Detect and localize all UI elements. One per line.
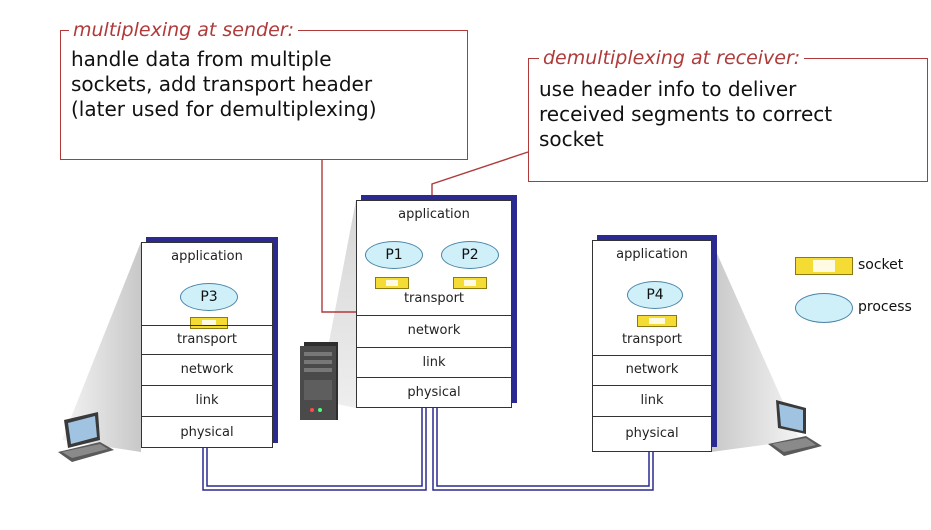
mux-callout-title: multiplexing at sender: xyxy=(69,17,298,43)
layer-transport: transport xyxy=(621,332,683,347)
legend-process-icon xyxy=(795,293,853,323)
mux-callout-body: handle data from multiple sockets, add t… xyxy=(71,47,377,121)
right-host-wedge xyxy=(711,240,800,452)
legend-socket-icon xyxy=(795,257,853,275)
socket-p4[interactable] xyxy=(637,315,677,327)
layer-transport: transport xyxy=(142,325,272,354)
server-stack: application P1 P2 transport network link… xyxy=(356,200,512,408)
laptop-icon xyxy=(58,412,114,462)
mux-callout: multiplexing at sender: handle data from… xyxy=(60,17,468,160)
layer-network: network xyxy=(593,355,711,385)
layer-physical: physical xyxy=(142,416,272,449)
right-host-stack: application P4 transport network link ph… xyxy=(592,240,712,452)
left-host-wedge xyxy=(62,242,141,452)
server-icon xyxy=(300,342,338,420)
left-host-stack: application P3 transport network link ph… xyxy=(141,242,273,448)
demux-callout-title: demultiplexing at receiver: xyxy=(539,45,805,71)
process-p1-label: P1 xyxy=(385,247,403,263)
socket-p1[interactable] xyxy=(375,277,409,289)
layer-transport: transport xyxy=(403,291,465,306)
legend-socket-label: socket xyxy=(858,257,904,273)
layer-link: link xyxy=(593,385,711,416)
demux-callout: demultiplexing at receiver: use header i… xyxy=(528,45,928,182)
socket-p3[interactable] xyxy=(190,317,228,329)
process-p4[interactable]: P4 xyxy=(627,281,683,309)
legend-process-label: process xyxy=(858,299,912,315)
socket-p2[interactable] xyxy=(453,277,487,289)
layer-physical: physical xyxy=(593,416,711,453)
process-p2[interactable]: P2 xyxy=(441,241,499,269)
layer-network: network xyxy=(142,354,272,385)
layer-physical: physical xyxy=(357,377,511,409)
laptop-icon xyxy=(768,400,822,456)
process-p1[interactable]: P1 xyxy=(365,241,423,269)
process-p4-label: P4 xyxy=(646,287,664,303)
layer-link: link xyxy=(142,385,272,416)
server-app-label: application xyxy=(398,207,470,222)
layer-link: link xyxy=(357,347,511,377)
process-p3-label: P3 xyxy=(200,289,218,305)
process-p3[interactable]: P3 xyxy=(180,283,238,311)
layer-network: network xyxy=(357,315,511,347)
process-p2-label: P2 xyxy=(461,247,479,263)
demux-callout-body: use header info to deliver received segm… xyxy=(539,77,833,151)
left-app-label: application xyxy=(171,249,243,264)
right-app-label: application xyxy=(616,247,688,262)
